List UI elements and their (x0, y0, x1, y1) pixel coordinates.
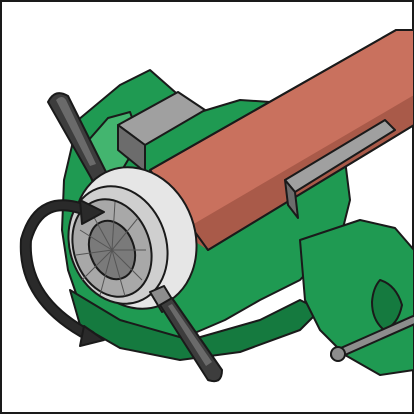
vise-base (69, 289, 321, 361)
rotation-arrow-icon (19, 199, 105, 347)
front-jaw (284, 119, 396, 219)
die-handle-lower (149, 285, 223, 383)
